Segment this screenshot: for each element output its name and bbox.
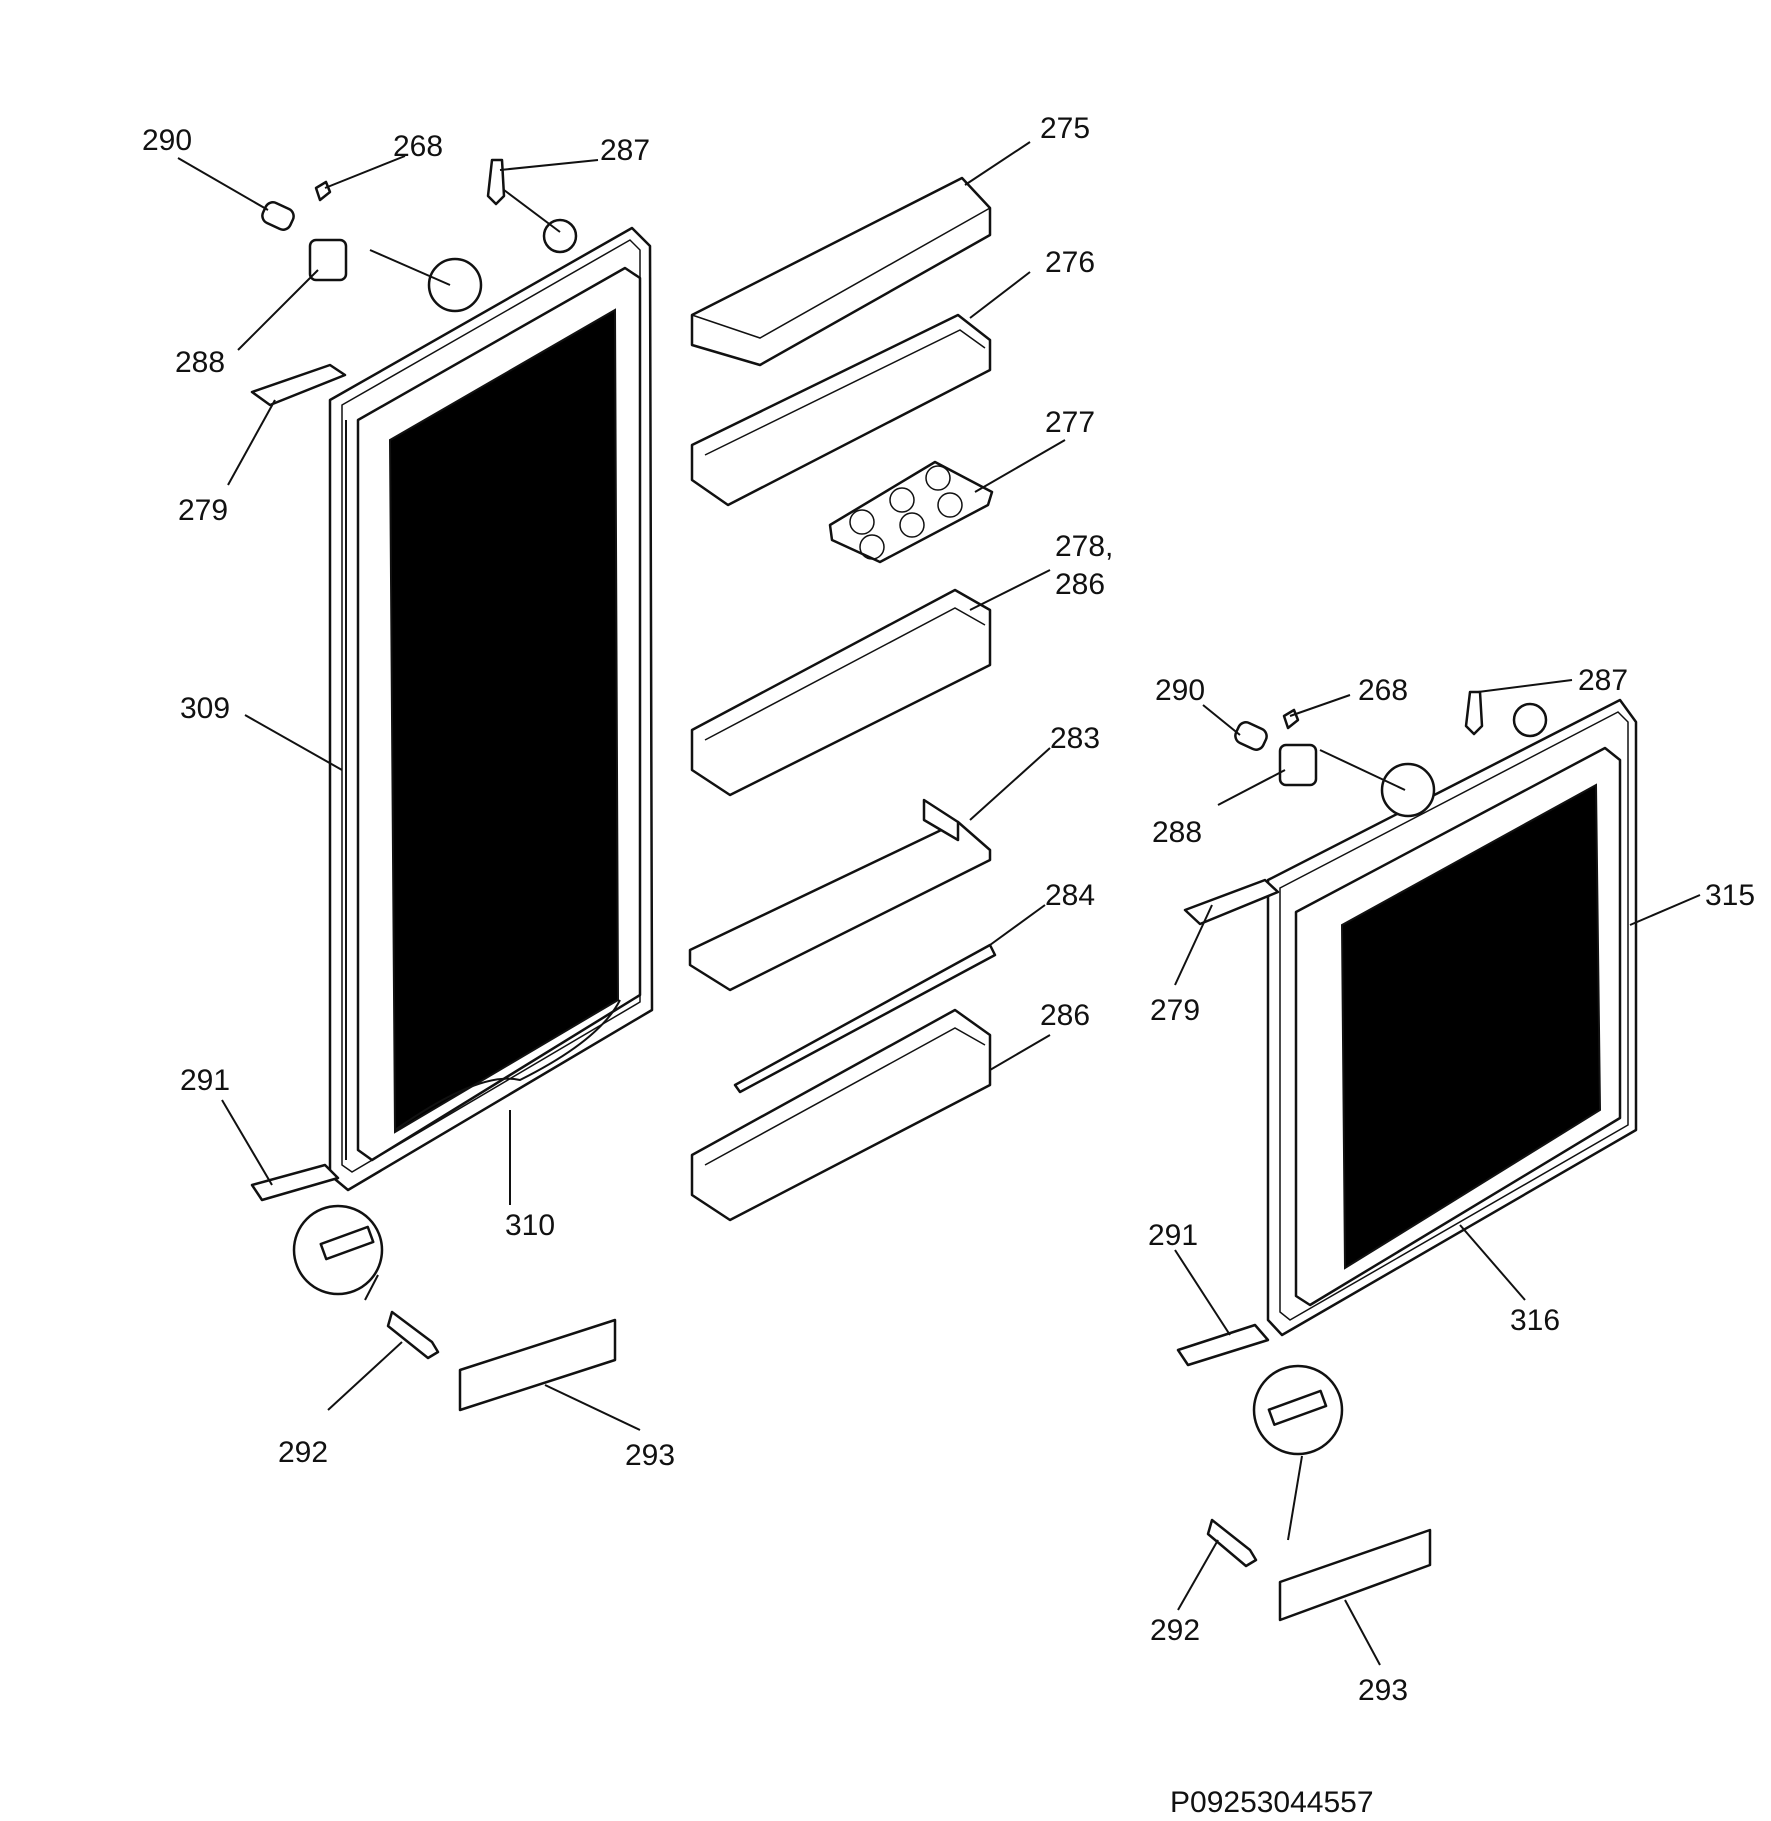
label-268-left: 268 <box>393 130 443 163</box>
label-291-right: 291 <box>1148 1219 1198 1252</box>
part-number-labels: 290 268 287 288 279 309 291 310 292 293 … <box>142 112 1755 1707</box>
label-310: 310 <box>505 1209 555 1242</box>
label-290-left: 290 <box>142 124 192 157</box>
label-278: 278, <box>1055 530 1113 563</box>
label-316: 316 <box>1510 1304 1560 1337</box>
label-287-left: 287 <box>600 134 650 167</box>
label-290-right: 290 <box>1155 674 1205 707</box>
right-door-assembly <box>1266 698 1638 1337</box>
label-291-left: 291 <box>180 1064 230 1097</box>
label-292-left: 292 <box>278 1436 328 1469</box>
label-283: 283 <box>1050 722 1100 755</box>
label-284: 284 <box>1045 879 1095 912</box>
label-279-right: 279 <box>1150 994 1200 1027</box>
leader-lines <box>177 141 1701 1666</box>
label-315: 315 <box>1705 879 1755 912</box>
label-277: 277 <box>1045 406 1095 439</box>
label-287-right: 287 <box>1578 664 1628 697</box>
label-268-right: 268 <box>1358 674 1408 707</box>
left-door-assembly <box>328 226 654 1192</box>
label-309: 309 <box>180 692 230 725</box>
label-276: 276 <box>1045 246 1095 279</box>
label-293-left: 293 <box>625 1439 675 1472</box>
label-288-right: 288 <box>1152 816 1202 849</box>
label-288-left: 288 <box>175 346 225 379</box>
label-286: 286 <box>1040 999 1090 1032</box>
label-292-right: 292 <box>1150 1614 1200 1647</box>
label-275: 275 <box>1040 112 1090 145</box>
label-278-286: 286 <box>1055 568 1105 601</box>
label-293-right: 293 <box>1358 1674 1408 1707</box>
left-bottom-hardware <box>292 1204 617 1412</box>
door-shelves <box>688 176 997 1222</box>
right-bottom-hardware <box>1206 1364 1432 1622</box>
diagram-code: P09253044557 <box>1170 1786 1374 1819</box>
label-279-left: 279 <box>178 494 228 527</box>
